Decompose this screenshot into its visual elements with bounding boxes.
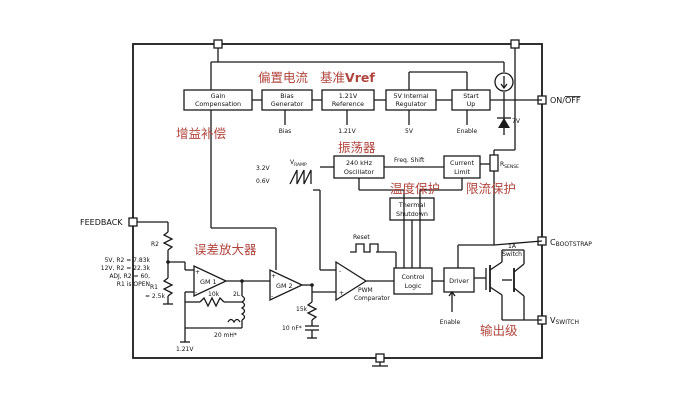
rsense-label: RSENSE — [500, 161, 519, 170]
bias-gen-line1: Bias — [280, 92, 294, 100]
thermal-line1: Thermal — [398, 201, 426, 209]
startup-line1: Start — [463, 92, 479, 100]
driver-enable-label: Enable — [440, 319, 461, 326]
pin-top-right — [510, 39, 520, 49]
startup-current-source — [494, 72, 514, 135]
bias-gen-line2: Generator — [271, 100, 304, 108]
r15k-label: 15k — [296, 306, 308, 313]
annotation-error-amp: 误差放大器 — [194, 242, 257, 257]
r2l-label: 2L — [233, 291, 241, 298]
pin-on-off-label: ON/OFF — [550, 96, 581, 105]
feedback-table-line3: ADJ, R2 = 60, — [109, 273, 150, 280]
annotation-oscillator: 振荡器 — [338, 140, 376, 155]
annotation-gain-comp: 增益补偿 — [176, 126, 226, 141]
gain-comp-line1: Gain — [211, 92, 226, 100]
r1-value: = 2.5k — [145, 293, 165, 300]
annotation-vref: 基准Vref — [320, 70, 375, 85]
pin-cbootstrap-label: CBOOTSTRAP — [550, 238, 592, 248]
ramp-high-label: 3.2V — [256, 165, 271, 172]
pwm-plus: - — [339, 268, 341, 275]
wiring-top — [210, 48, 542, 270]
regulator-block — [385, 89, 437, 111]
pwm-minus: + — [339, 290, 344, 297]
feedback-divider — [137, 221, 194, 343]
r2-label: R2 — [151, 241, 159, 248]
zener-7v-label: 7V — [512, 118, 521, 125]
gain-compensation-block — [183, 89, 253, 111]
pwm-label-line1: PWM — [358, 287, 373, 294]
bias-output-label: Bias — [279, 128, 292, 135]
ground-symbol — [372, 362, 388, 367]
thermal-line2: Shutdown — [396, 210, 428, 218]
control-logic-line1: Control — [401, 273, 424, 281]
chip-outline — [132, 43, 543, 359]
pin-vswitch-label: VSWITCH — [550, 316, 579, 326]
node-gm1-out — [240, 279, 244, 283]
wiring-control — [358, 178, 463, 268]
pwm-comparator — [312, 189, 394, 302]
control-logic-line2: Logic — [405, 282, 422, 290]
enable-arrow — [448, 290, 456, 297]
current-limit-line2: Limit — [454, 168, 470, 176]
oscillator-line1: 240 kHz — [346, 159, 373, 167]
reset-label: Reset — [353, 234, 370, 241]
ref-output-label: 1.21V — [338, 128, 356, 135]
reference-block — [321, 89, 375, 111]
regulator-output-label: 5V — [405, 128, 414, 135]
annotation-thermal: 温度保护 — [390, 181, 440, 196]
oscillator-line2: Oscillator — [344, 168, 375, 176]
driver-block — [443, 267, 475, 293]
vramp-label: VRAMP — [290, 159, 307, 168]
gm2-plus: + — [271, 273, 276, 280]
power-switch — [457, 240, 543, 321]
ref-line2: Reference — [332, 100, 364, 108]
startup-block — [451, 89, 491, 111]
freq-shift-label: Freq. Shift — [394, 157, 425, 164]
driver-label: Driver — [449, 277, 469, 285]
pin-feedback-label: FEEDBACK — [80, 218, 123, 227]
c10nf-label: 10 nF* — [282, 325, 302, 332]
gm2-minus: - — [271, 293, 273, 300]
current-limit-line1: Current — [450, 159, 474, 167]
gain-comp-line2: Compensation — [195, 100, 241, 108]
gm1-minus: - — [195, 289, 197, 296]
ramp-waveform — [289, 169, 312, 185]
ramp-low-label: 0.6V — [256, 178, 271, 185]
regulator-line1: 5V Internal — [393, 92, 428, 100]
switch-label-line2: Switch — [502, 251, 522, 258]
r1-label: R1 — [150, 284, 158, 291]
reset-waveform — [350, 243, 379, 253]
bias-generator-block — [261, 89, 313, 111]
pin-top-left — [213, 39, 223, 49]
regulator-line2: Regulator — [396, 100, 427, 108]
l20mh-label: 20 mH* — [214, 332, 237, 339]
feedback-table-line1: 5V, R2 = 7.83k — [105, 257, 151, 264]
pwm-label-line2: Comparator — [354, 295, 390, 302]
rsense-resistor — [489, 154, 499, 172]
annotation-output-stage: 输出级 — [480, 323, 518, 338]
ref-line1: 1.21V — [339, 92, 358, 100]
r10k-label: 10k — [208, 291, 220, 298]
switch-label-line1: 1A — [508, 243, 517, 250]
feedback-table-line4: R1 is OPEN — [117, 281, 150, 288]
annotation-bias-current: 偏置电流 — [258, 70, 309, 85]
startup-enable-label: Enable — [457, 128, 478, 135]
feedback-table-line2: 12V, R2 = 22.3k — [101, 265, 151, 272]
v121-bottom-label: 1.21V — [176, 346, 194, 353]
node-gm2-out — [310, 283, 314, 287]
pin-ground — [375, 353, 385, 363]
rl-network — [185, 295, 246, 329]
gm1-plus: + — [195, 269, 200, 276]
node-feedback-div — [166, 260, 170, 264]
startup-line2: Up — [467, 100, 476, 108]
gm1-label: GM 1 — [200, 278, 217, 286]
annotation-current-limit: 限流保护 — [466, 181, 516, 196]
control-logic-block — [393, 267, 433, 295]
gm1-amplifier — [193, 264, 270, 298]
compensation-network — [305, 301, 319, 339]
gm2-label: GM 2 — [276, 282, 293, 290]
pin-feedback — [128, 217, 138, 227]
